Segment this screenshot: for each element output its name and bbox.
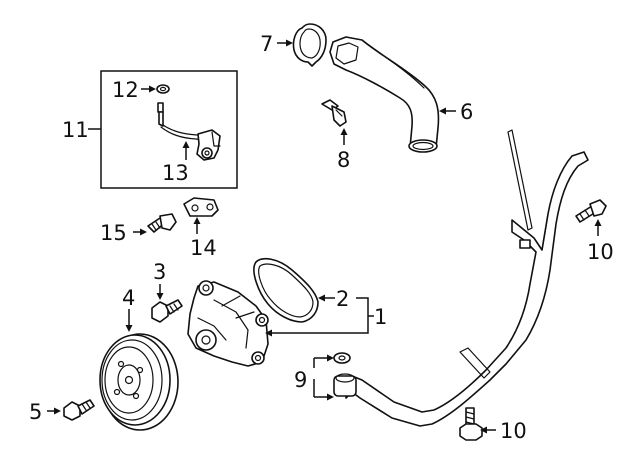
washer-9 [333,352,351,364]
water-outlet-6 [329,36,440,153]
callout-1: 1 [374,305,387,329]
callout-5: 5 [29,400,42,424]
callout-6: 6 [460,100,473,124]
callout-10-lower: 10 [500,419,527,443]
sensor-harness-13 [157,102,221,161]
coolant-tube [333,129,589,427]
bolt-3 [151,299,183,323]
bolt-10-lower [459,407,483,441]
callout-13: 13 [162,161,189,185]
water-pump-1 [187,280,269,367]
callout-4: 4 [122,286,135,310]
bolt-8 [321,99,347,127]
leader-lines [47,39,602,434]
washer-12 [156,84,170,94]
bolt-5 [63,399,95,421]
gasket-7 [292,23,327,67]
callout-12: 12 [112,78,139,102]
callout-3: 3 [153,260,166,284]
bracket-14 [183,197,219,217]
bolt-15 [147,213,177,233]
callout-8: 8 [337,148,350,172]
callout-14: 14 [190,236,217,260]
pulley-4 [99,333,179,431]
callout-15: 15 [100,221,127,245]
callout-11: 11 [62,118,89,142]
gasket-2 [253,257,319,323]
callout-10-upper: 10 [587,240,614,264]
callout-7: 7 [260,32,273,56]
bolt-10-upper [575,199,607,223]
callout-9: 9 [294,368,307,392]
callout-2: 2 [336,287,349,311]
